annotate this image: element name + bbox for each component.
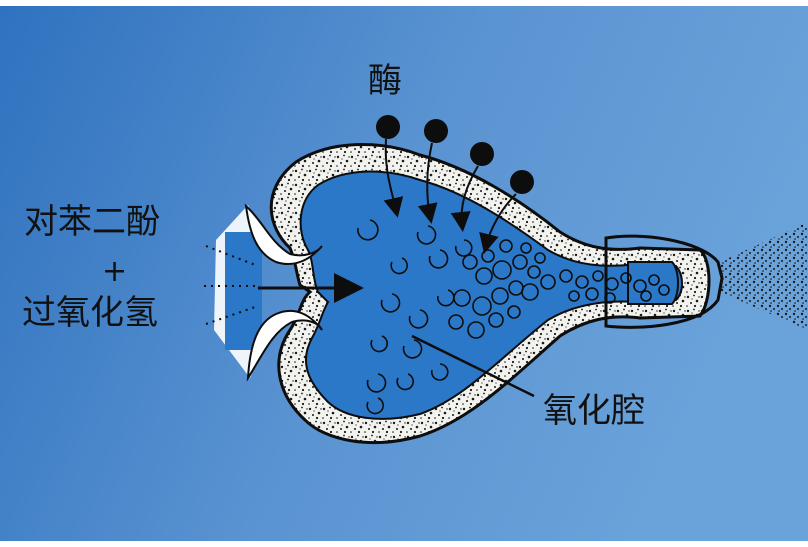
- enzyme-droplets: [376, 115, 534, 254]
- enzyme-dot: [510, 170, 534, 194]
- inflow-arrows: [204, 245, 364, 325]
- hydrogen-peroxide-label: 过氧化氢: [22, 293, 158, 333]
- inlet-valve: [244, 203, 323, 382]
- oxidation-chamber-label: 氧化腔: [543, 391, 645, 431]
- reaction-bubbles: [357, 219, 670, 415]
- chamber-pointer: [411, 334, 535, 398]
- enzyme-dot: [470, 142, 494, 166]
- enzyme-dot: [424, 119, 448, 143]
- hydroquinone-label: 对苯二酚: [24, 202, 160, 242]
- enzyme-label: 酶: [368, 61, 402, 101]
- spray-plume: [720, 222, 808, 330]
- enzyme-dot: [376, 115, 400, 139]
- plus-sign: +: [102, 254, 128, 289]
- inlet-funnel: [214, 205, 262, 378]
